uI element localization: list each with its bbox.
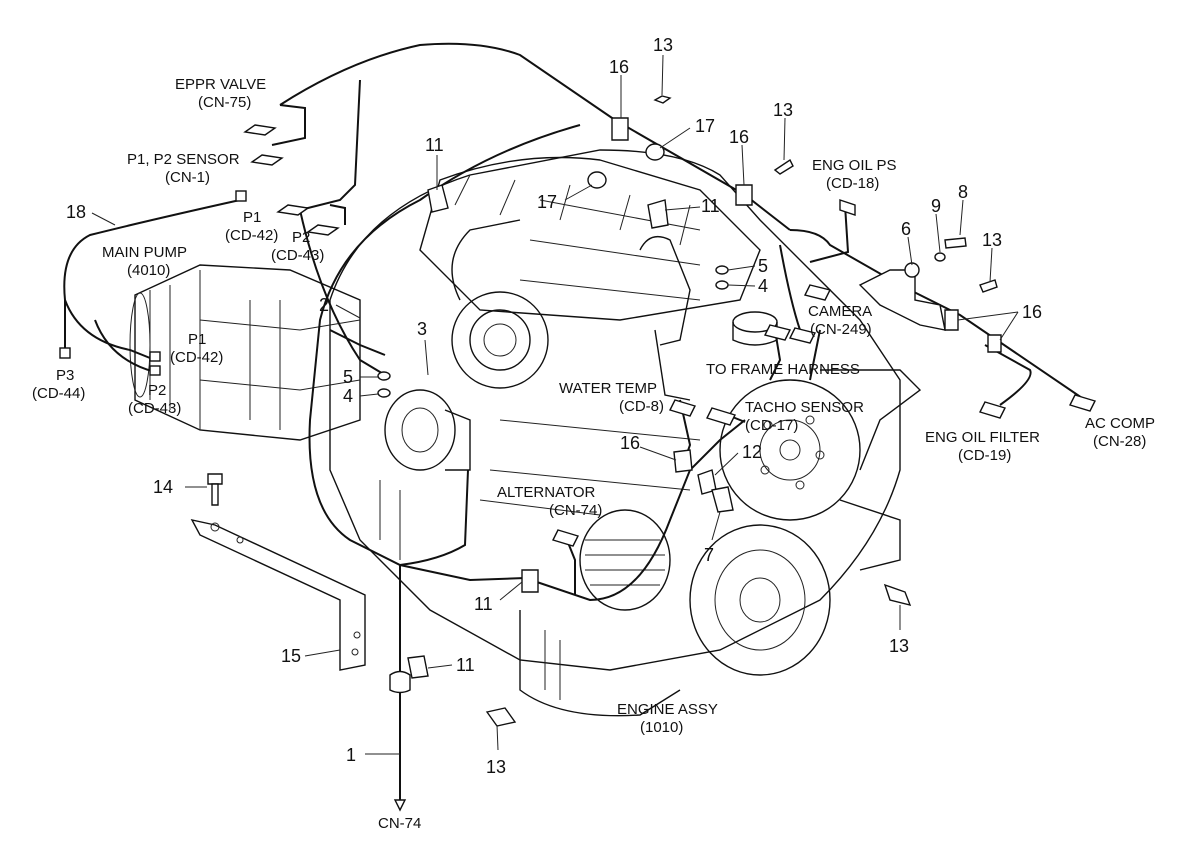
callout-17-a: 17 [695, 116, 715, 136]
callout-5-b: 5 [343, 367, 353, 387]
callout-5-a: 5 [758, 256, 768, 276]
main-pump-code: (4010) [127, 262, 170, 279]
engine-assy-label: ENGINE ASSY [617, 701, 718, 718]
tacho-sensor-label: TACHO SENSOR [745, 399, 864, 416]
p3-code: (CD-44) [32, 385, 85, 402]
cn74-bottom-label: CN-74 [378, 815, 421, 832]
callout-16-d: 16 [620, 433, 640, 453]
p1-top-code: (CD-42) [225, 227, 278, 244]
callout-16-c: 16 [1022, 302, 1042, 322]
callout-13-a: 13 [653, 35, 673, 55]
tacho-sensor-code: (CD-17) [745, 417, 798, 434]
p1-mid-code: (CD-42) [170, 349, 223, 366]
p2-top-code: (CD-43) [271, 247, 324, 264]
alternator-code: (CN-74) [549, 502, 602, 519]
main-pump-label: MAIN PUMP [102, 244, 187, 261]
callout-13-b: 13 [773, 100, 793, 120]
callout-8: 8 [958, 182, 968, 202]
callout-4-b: 4 [343, 386, 353, 406]
ac-comp-code: (CN-28) [1093, 433, 1146, 450]
eng-oil-filter-label: ENG OIL FILTER [925, 429, 1040, 446]
connector-labels: EPPR VALVE (CN-75) P1, P2 SENSOR (CN-1) … [32, 76, 1155, 832]
callout-11-c: 11 [474, 594, 493, 614]
to-frame-harness-label: TO FRAME HARNESS [706, 361, 860, 378]
eppr-valve-label: EPPR VALVE [175, 76, 266, 93]
callout-13-e: 13 [486, 757, 506, 777]
callout-13-d: 13 [889, 636, 909, 656]
callout-3: 3 [417, 319, 427, 339]
callout-13-c: 13 [982, 230, 1002, 250]
callout-2: 2 [319, 295, 329, 315]
callout-6: 6 [901, 219, 911, 239]
main-pump-drawing [129, 264, 361, 441]
callout-12: 12 [742, 442, 762, 462]
p2-mid-code: (CD-43) [128, 400, 181, 417]
p3-label: P3 [56, 367, 74, 384]
p1-mid-label: P1 [188, 331, 206, 348]
camera-label: CAMERA [808, 303, 872, 320]
eng-oil-filter-code: (CD-19) [958, 447, 1011, 464]
eng-oil-ps-label: ENG OIL PS [812, 157, 896, 174]
camera-code: (CN-249) [810, 321, 872, 338]
p2-mid-label: P2 [148, 382, 166, 399]
alternator-label: ALTERNATOR [497, 484, 596, 501]
callout-16-a: 16 [609, 57, 629, 77]
water-temp-label: WATER TEMP [559, 380, 657, 397]
callout-4-a: 4 [758, 276, 768, 296]
callout-1: 1 [346, 745, 356, 765]
callout-16-b: 16 [729, 127, 749, 147]
ac-comp-label: AC COMP [1085, 415, 1155, 432]
callout-numbers: 13 16 17 13 16 11 17 11 18 6 9 8 13 5 4 … [66, 35, 1042, 777]
callout-15: 15 [281, 646, 301, 666]
callout-11-d: 11 [456, 655, 475, 675]
callout-9: 9 [931, 196, 941, 216]
callout-18: 18 [66, 202, 86, 222]
engine-assy-code: (1010) [640, 719, 683, 736]
connector-symbols [59, 124, 1096, 812]
callout-14: 14 [153, 477, 173, 497]
callout-17-b: 17 [537, 192, 557, 212]
callout-11-b: 11 [701, 196, 720, 216]
p2-top-label: P2 [292, 229, 310, 246]
eng-oil-ps-code: (CD-18) [826, 175, 879, 192]
hardware-parts [190, 95, 1002, 727]
p1-top-label: P1 [243, 209, 261, 226]
water-temp-code: (CD-8) [619, 398, 664, 415]
callout-11-a: 11 [425, 135, 444, 155]
eppr-valve-code: (CN-75) [198, 94, 251, 111]
p1p2-sensor-code: (CN-1) [165, 169, 210, 186]
leader-lines [91, 54, 1019, 755]
callout-7: 7 [704, 545, 714, 565]
p1p2-sensor-label: P1, P2 SENSOR [127, 151, 240, 168]
